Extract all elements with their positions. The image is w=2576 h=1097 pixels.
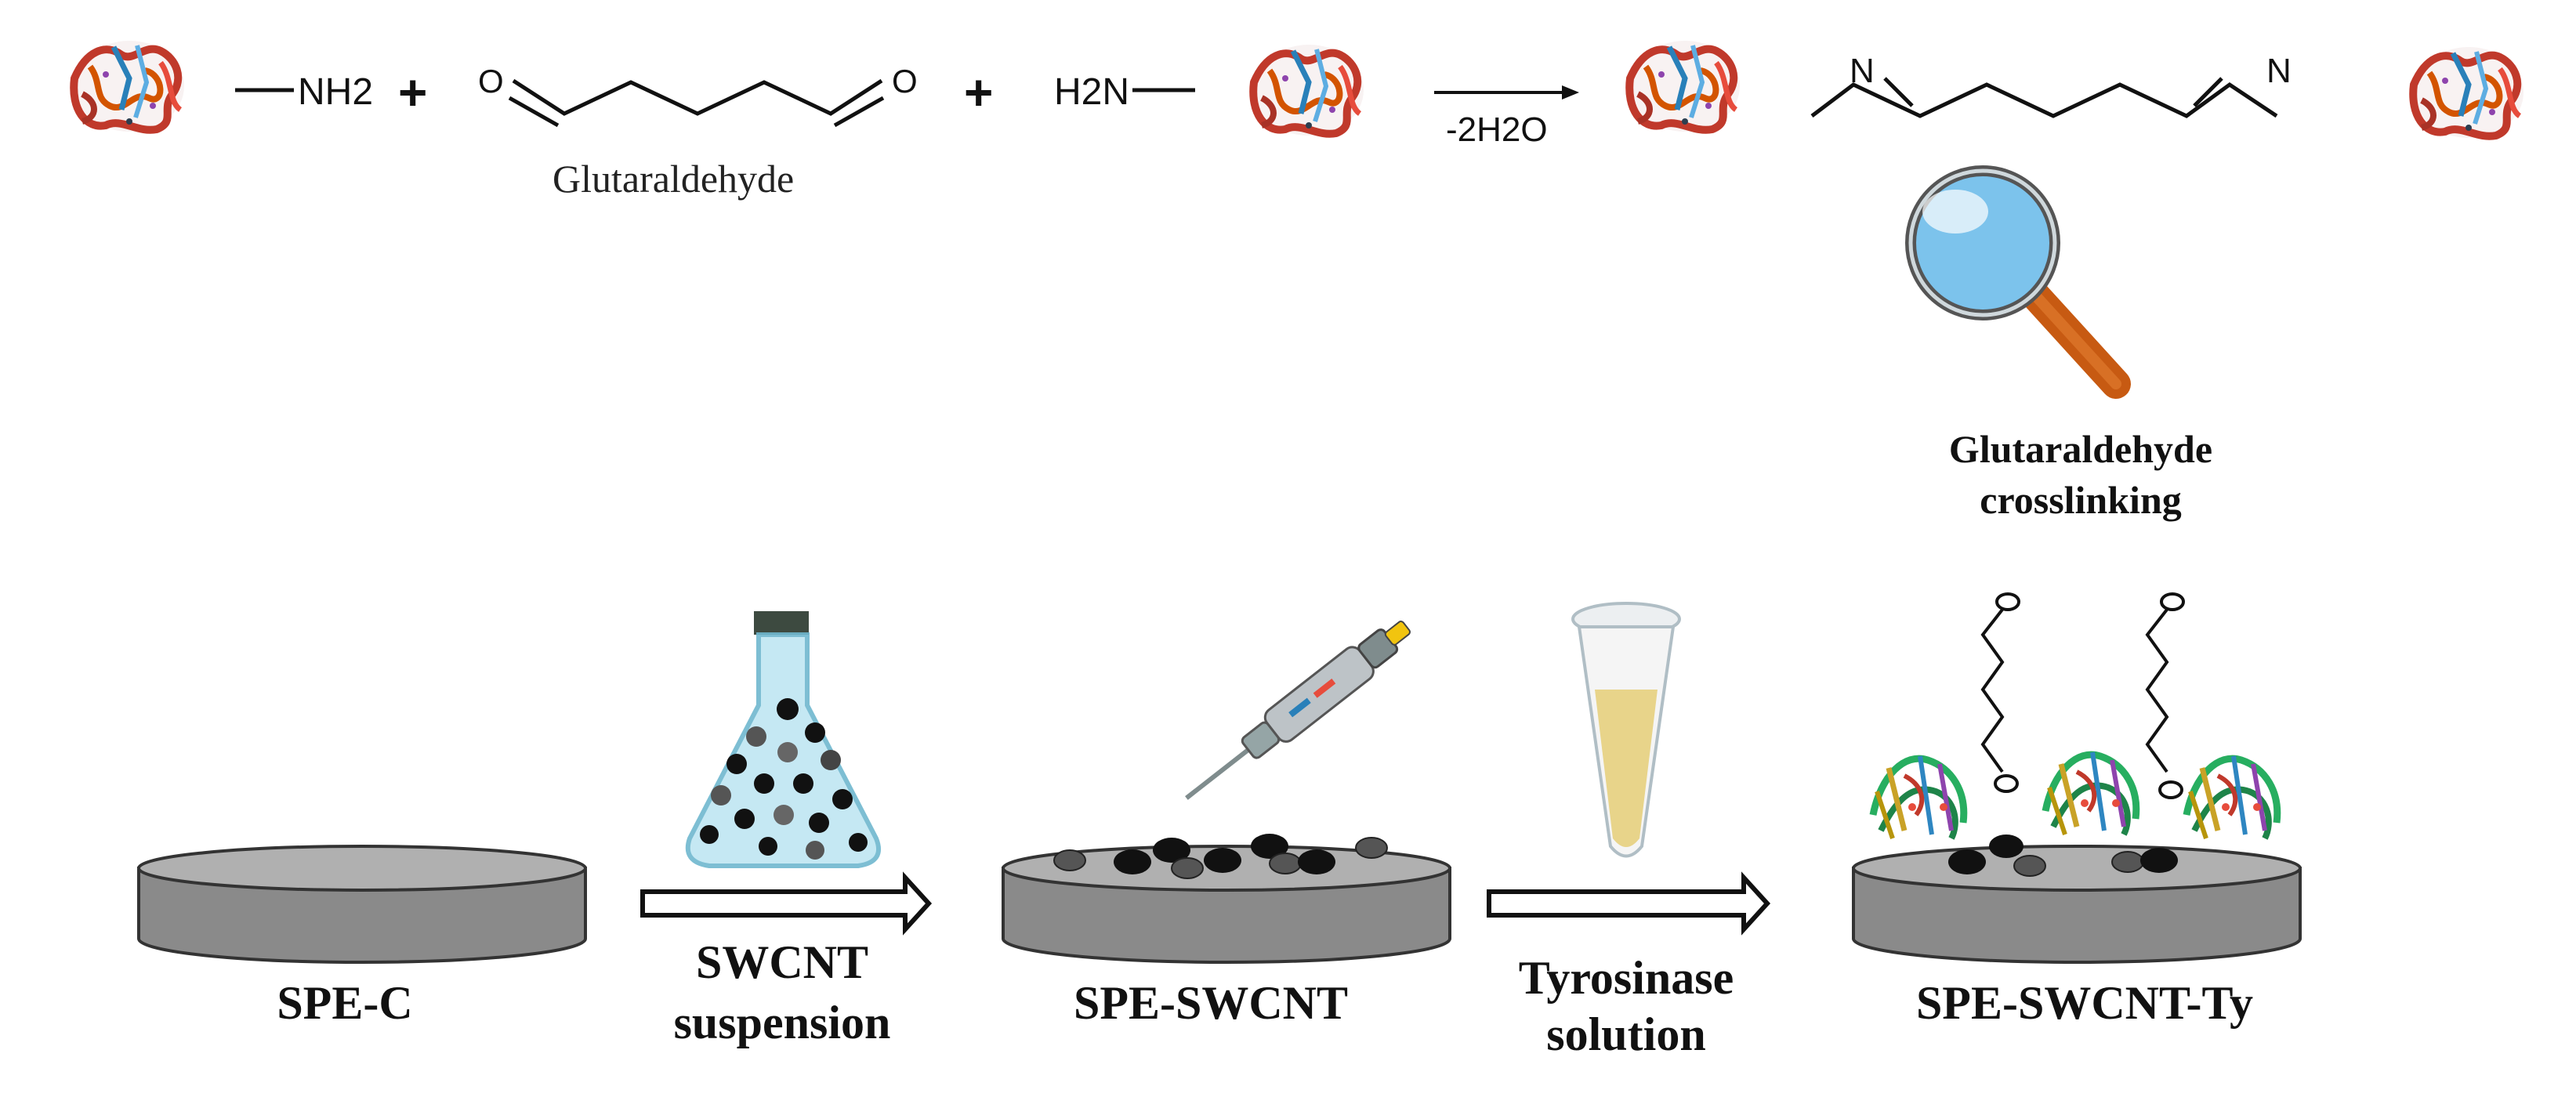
nitrogen-right-label: N	[2266, 52, 2292, 90]
pipette-icon	[1185, 621, 1411, 800]
h2n-label: H2N	[1054, 71, 1129, 113]
flask-icon	[685, 611, 882, 868]
magnifier-icon	[1905, 165, 2131, 399]
enzyme-structure-1	[1873, 756, 1964, 838]
crosslinking-caption-line1: Glutaraldehyde	[1949, 427, 2212, 471]
label-swcnt-line2: suspension	[674, 997, 891, 1048]
oxygen-left-label: O	[478, 63, 504, 100]
label-spe-swcnt-ty: SPE-SWCNT-Ty	[1916, 977, 2253, 1029]
protein-structure-3	[1629, 41, 1740, 132]
microtube-icon	[1571, 602, 1681, 858]
label-tyrosinase-line1: Tyrosinase	[1519, 952, 1734, 1004]
label-swcnt-line1: SWCNT	[696, 936, 868, 988]
crosslinker-molecule-2	[2145, 592, 2185, 799]
process-arrow-2	[1487, 871, 1771, 936]
crosslinker-molecule-1	[1980, 592, 2020, 793]
water-loss-label: -2H2O	[1446, 110, 1548, 149]
protein-structure-4	[2413, 47, 2523, 138]
label-spe-c: SPE-C	[277, 977, 412, 1029]
swcnt-particles-2	[1053, 834, 1388, 879]
plus-sign-1: +	[398, 64, 427, 121]
reaction-row: NH2 + O O Glutaraldehyde + H2N -2H2O N N	[74, 41, 2523, 201]
protein-structure-2	[1253, 45, 1364, 136]
enzyme-layer	[1873, 752, 2277, 838]
label-spe-swcnt: SPE-SWCNT	[1074, 977, 1348, 1029]
crosslinking-caption-line2: crosslinking	[1980, 478, 2182, 522]
oxygen-right-label: O	[892, 63, 918, 100]
electrode-spe-c	[137, 845, 587, 964]
electrode-spe-swcnt-ty	[1852, 845, 2302, 964]
protein-structure-1	[74, 41, 184, 132]
nitrogen-left-label: N	[1850, 52, 1875, 90]
plus-sign-2: +	[964, 64, 993, 121]
nh2-label: NH2	[298, 71, 373, 113]
glutaraldehyde-label: Glutaraldehyde	[553, 157, 794, 201]
process-arrow-1	[640, 871, 933, 936]
enzyme-structure-3	[2187, 756, 2277, 838]
swcnt-particles-3	[1948, 835, 2178, 877]
glutaraldehyde-structure: O O	[478, 63, 918, 128]
label-tyrosinase-line2: solution	[1546, 1008, 1705, 1060]
enzyme-structure-2	[2045, 752, 2136, 835]
reaction-arrow	[1434, 85, 1579, 100]
